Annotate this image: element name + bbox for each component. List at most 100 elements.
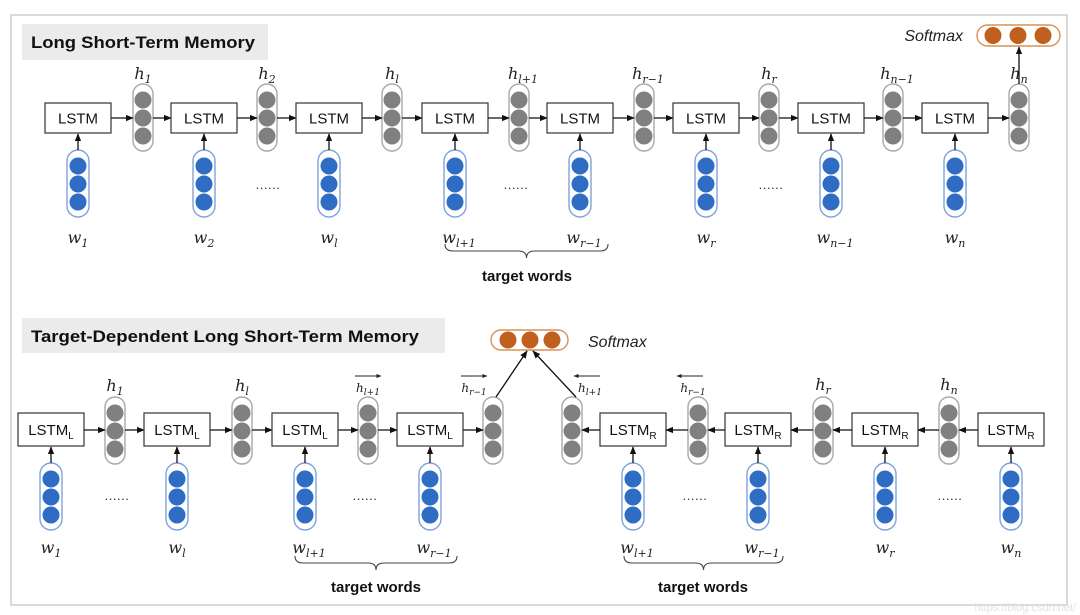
lstm-cell-box xyxy=(797,102,865,134)
lstm-cell-label: LSTMR xyxy=(734,422,781,442)
math-subscript: 1 xyxy=(117,385,124,398)
lstm-cell: LSTM xyxy=(421,102,489,134)
math-symbol: h xyxy=(235,376,245,395)
lstm-cell: LSTML xyxy=(396,412,464,447)
math-symbol: h xyxy=(106,376,116,395)
hidden-state-label: hr−1 xyxy=(680,381,705,398)
neuron xyxy=(760,127,778,145)
math-symbol: w xyxy=(292,538,306,557)
lstm-cell-box xyxy=(170,102,238,134)
neuron xyxy=(689,440,707,458)
neuron xyxy=(446,175,464,193)
hidden-state-label: h1 xyxy=(134,64,151,86)
math-symbol: w xyxy=(1001,538,1015,557)
neuron xyxy=(134,109,152,127)
lstm-cell-label: LSTML xyxy=(282,422,328,442)
input-embedding-vector xyxy=(746,462,770,531)
lstm-cell: LSTMR xyxy=(977,412,1045,447)
lstm-cell-direction: R xyxy=(1027,431,1034,442)
neuron xyxy=(134,127,152,145)
neuron xyxy=(822,175,840,193)
panel-lstm: Long Short-Term Memory Softmax target wo… xyxy=(22,24,1061,285)
neuron xyxy=(946,175,964,193)
panel-title-background xyxy=(22,24,268,60)
neuron xyxy=(258,91,276,109)
input-embedding-vector xyxy=(621,462,645,531)
neuron xyxy=(1002,488,1020,506)
neuron xyxy=(195,175,213,193)
neuron xyxy=(296,470,314,488)
neuron xyxy=(749,470,767,488)
neuron xyxy=(635,91,653,109)
hidden-state-vector xyxy=(1008,83,1030,152)
word-label: wl xyxy=(168,538,186,560)
math-subscript: l+1 xyxy=(364,388,380,398)
hidden-state-label: hl+1 xyxy=(508,64,538,86)
neuron xyxy=(233,422,251,440)
neuron xyxy=(484,440,502,458)
hidden-state-vector xyxy=(381,83,403,152)
math-subscript: r xyxy=(826,384,832,397)
softmax-label: Softmax xyxy=(904,28,964,45)
neuron xyxy=(168,470,186,488)
lstm-cell-name: LSTM xyxy=(407,422,447,439)
lstm-cell: LSTM xyxy=(295,102,363,134)
hidden-state-vector xyxy=(482,396,504,465)
word-label: wr−1 xyxy=(744,538,779,560)
lstm-cell-direction: R xyxy=(649,431,656,442)
neuron xyxy=(69,193,87,211)
neuron xyxy=(42,488,60,506)
math-subscript: n xyxy=(951,384,958,397)
lstm-cell-name: LSTM xyxy=(609,422,649,439)
lstm-cell-name: LSTM xyxy=(309,111,349,128)
lstm-cell-label: LSTML xyxy=(407,422,453,442)
neuron xyxy=(168,488,186,506)
lstm-cell-direction: R xyxy=(774,431,781,442)
lstm-cell: LSTML xyxy=(271,412,339,447)
neuron xyxy=(521,331,539,349)
math-symbol: h xyxy=(578,381,586,395)
neuron xyxy=(624,470,642,488)
target-words-brace xyxy=(444,243,609,259)
hidden-state-label: hl+1 xyxy=(356,381,380,398)
lstm-cell-box xyxy=(599,412,667,447)
math-symbol: h xyxy=(461,381,469,395)
math-symbol: h xyxy=(632,64,642,83)
lstm-cell-label: LSTMR xyxy=(609,422,656,442)
math-symbol: w xyxy=(816,228,830,247)
neuron xyxy=(510,91,528,109)
neuron xyxy=(106,422,124,440)
lstm-cell-box xyxy=(143,412,211,447)
word-label: w1 xyxy=(41,538,62,560)
softmax-output-layer xyxy=(490,329,569,351)
neuron xyxy=(697,193,715,211)
neuron xyxy=(635,127,653,145)
math-subscript: l+1 xyxy=(306,547,326,560)
ellipsis: ...... xyxy=(105,488,130,503)
math-subscript: l+1 xyxy=(456,237,476,250)
math-subscript: l xyxy=(245,385,249,398)
lstm-cell-name: LSTM xyxy=(734,422,774,439)
input-embedding-vector xyxy=(999,462,1023,531)
math-symbol: h xyxy=(385,64,395,83)
lstm-cell-box xyxy=(421,102,489,134)
lstm-cell-name: LSTM xyxy=(184,111,224,128)
math-subscript: 1 xyxy=(145,73,152,86)
neuron xyxy=(946,157,964,175)
target-words-brace-right xyxy=(623,555,784,571)
math-subscript: r−1 xyxy=(758,547,779,560)
word-label: wn−1 xyxy=(816,228,853,250)
ellipsis: ...... xyxy=(759,177,784,192)
neuron xyxy=(446,193,464,211)
hidden-state-vector xyxy=(132,83,154,152)
neuron xyxy=(383,127,401,145)
math-symbol: w xyxy=(620,538,634,557)
lstm-cell-name: LSTM xyxy=(987,422,1027,439)
hidden-state-vector xyxy=(357,396,379,465)
math-symbol: w xyxy=(416,538,430,557)
hidden-state-label: h1 xyxy=(106,376,123,398)
lstm-cell-label: LSTM xyxy=(309,111,349,128)
hidden-state-vector xyxy=(812,396,834,465)
neuron xyxy=(134,91,152,109)
lstm-cell-name: LSTM xyxy=(861,422,901,439)
